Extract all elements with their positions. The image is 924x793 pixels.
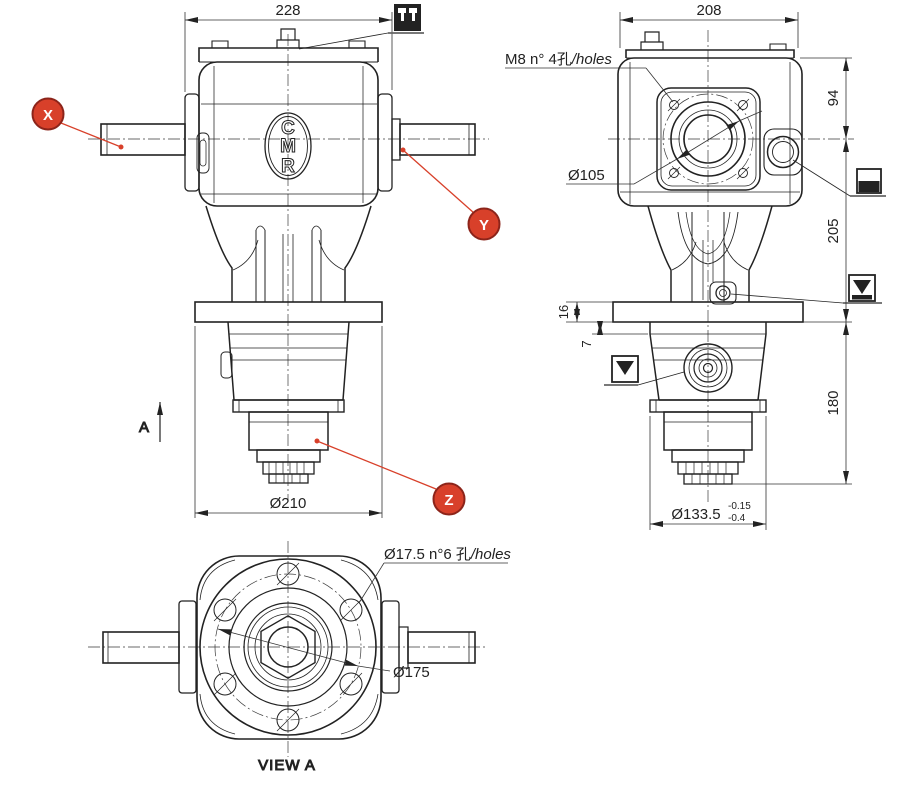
callout-y: Y — [400, 147, 501, 241]
dim-94-text: 94 — [825, 90, 842, 107]
dim-205-text: 205 — [825, 218, 842, 243]
dim-width-228: 228 — [184, 2, 393, 92]
side-housing — [612, 31, 804, 485]
dim-hub-133: Ø133.5 -0.15 -0.4 — [649, 416, 767, 530]
logo-letter-r: R — [281, 156, 295, 177]
dim-133-text: Ø133.5 — [671, 506, 720, 523]
m8-holes-callout: M8 n° 4孔/holes — [505, 51, 674, 103]
dim-133-tol-upper: -0.15 — [728, 501, 751, 512]
side-centerlines — [608, 30, 854, 505]
dim-94: 94 — [800, 57, 852, 139]
bore-105-callout: Ø105 — [566, 110, 763, 185]
callout-x-label: X — [43, 107, 53, 124]
view-a-caption: VIEW A — [258, 757, 316, 774]
dim-7: 7 — [579, 321, 648, 348]
dim-228-text: 228 — [275, 2, 300, 19]
bolt-holes-text: Ø17.5 n°6 孔/holes — [384, 546, 511, 563]
callout-z: Z — [314, 438, 466, 516]
dim-133-tol-lower: -0.4 — [728, 513, 746, 524]
breather-plug-icon — [298, 4, 424, 50]
front-view: C M R 228 Ø210 A — [31, 2, 501, 518]
front-housing — [100, 28, 476, 484]
dim-16-text: 16 — [556, 305, 571, 319]
view-a-arrow-label: A — [139, 419, 149, 436]
dim-208-text: 208 — [696, 2, 721, 19]
dim-flange-210: Ø210 — [194, 326, 383, 518]
side-view: 208 94 205 180 16 7 — [505, 2, 886, 530]
bore-105-text: Ø105 — [568, 167, 605, 184]
bottom-view: Ø17.5 n°6 孔/holes Ø175 VIEW A — [88, 541, 511, 775]
callout-z-label: Z — [444, 492, 453, 509]
dim-bolt-circle-175: Ø175 — [217, 628, 430, 681]
logo-letter-m: M — [280, 136, 296, 157]
dim-180-text: 180 — [825, 390, 842, 415]
dim-7-text: 7 — [579, 340, 594, 347]
callout-y-label: Y — [479, 217, 489, 234]
dim-width-208: 208 — [619, 2, 799, 48]
drain-plug-icon-hub — [604, 355, 685, 386]
m8-holes-text: M8 n° 4孔/holes — [505, 51, 612, 68]
dim-16: 16 — [556, 301, 648, 323]
view-a-arrow: A — [138, 402, 163, 442]
logo-letter-c: C — [281, 118, 295, 139]
dim-205: 205 — [803, 139, 852, 323]
dim-210-text: Ø210 — [270, 495, 307, 512]
bolt-holes-callout: Ø17.5 n°6 孔/holes — [358, 546, 511, 604]
dim-175-text: Ø175 — [393, 664, 430, 681]
bottom-centerlines — [88, 541, 488, 757]
cmr-logo: C M R — [264, 112, 312, 180]
oil-level-plug-icon — [792, 159, 886, 197]
dim-180: 180 — [732, 322, 852, 485]
callout-x: X — [31, 97, 124, 150]
drain-plug-icon-bell — [730, 274, 882, 304]
